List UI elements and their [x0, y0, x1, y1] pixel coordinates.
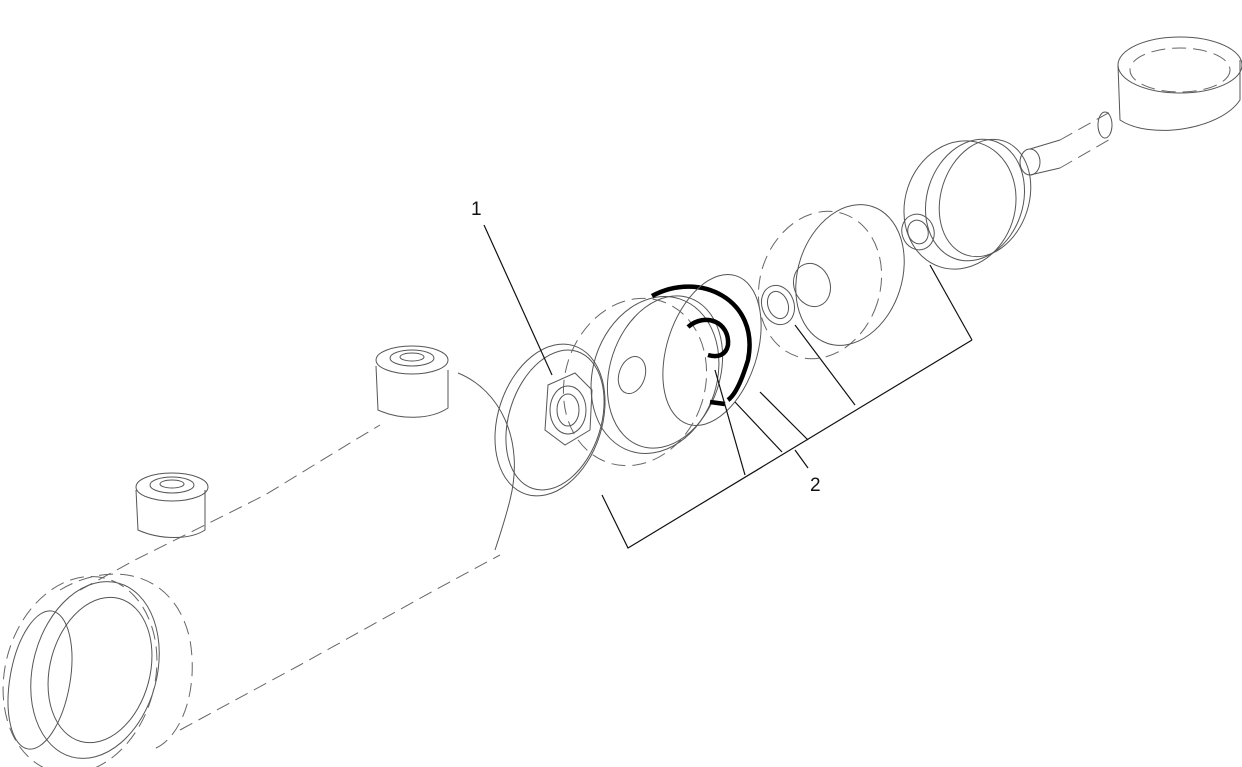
- wear-ring: [494, 343, 606, 497]
- callout-label-2: 2: [810, 475, 821, 496]
- port-rear: [375, 345, 449, 418]
- piston-rod-eye: [1019, 36, 1242, 176]
- seal-rings-item-2: [650, 274, 762, 426]
- rod-guide: [757, 204, 905, 360]
- callout-leaders: [483, 224, 973, 549]
- piston: [562, 295, 724, 467]
- gland-head: [901, 138, 1032, 270]
- port-front: [135, 472, 209, 538]
- callout-label-1: 1: [471, 199, 482, 220]
- cylinder-barrel: [2, 372, 515, 767]
- nut-item-1: [544, 372, 593, 446]
- bushing: [760, 284, 796, 326]
